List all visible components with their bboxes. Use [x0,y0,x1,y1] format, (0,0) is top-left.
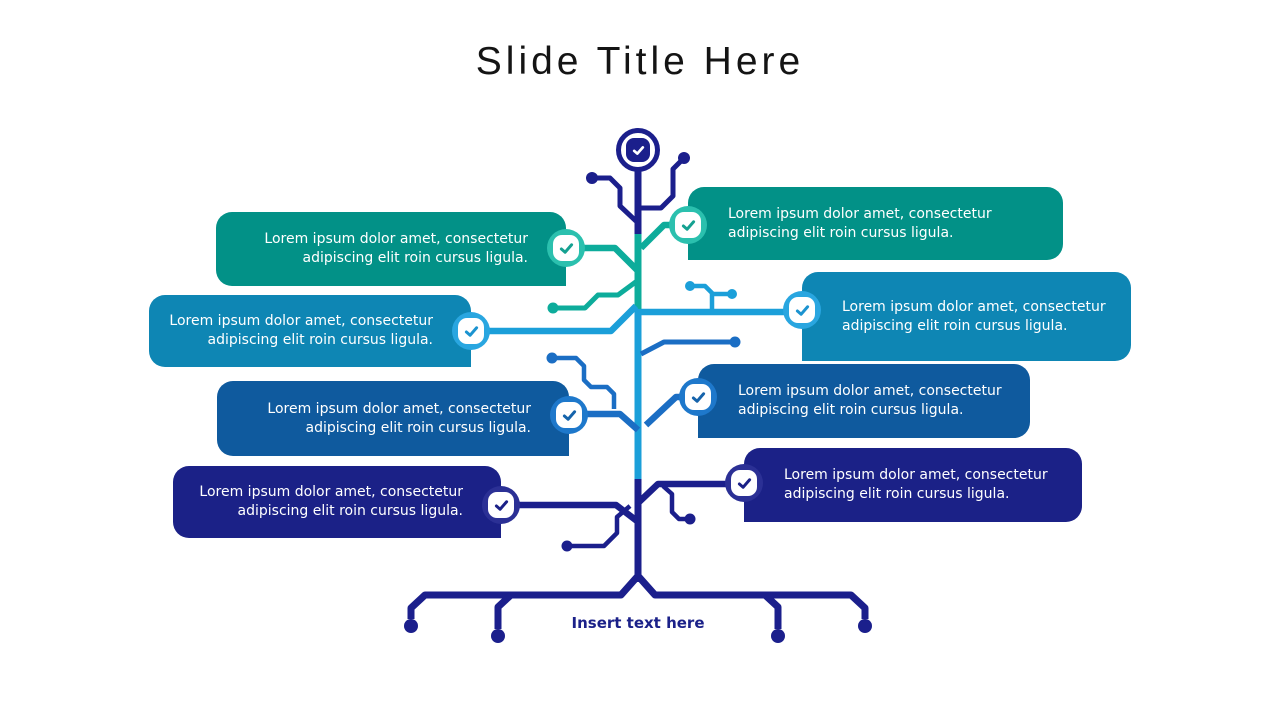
check-icon [626,138,650,162]
stub-dot [729,336,741,348]
check-badge [550,396,588,434]
root-dot [858,619,872,633]
check-badge [783,291,821,329]
box-text: adipiscing elit roin cursus ligula. [784,486,1010,502]
stub-blue-right [639,339,735,357]
check-badge [679,378,717,416]
root-dot [491,629,505,643]
box-text: Lorem ipsum dolor amet, consectetur [842,298,1106,315]
info-box-teal-right[interactable]: Lorem ipsum dolor amet, consectetur adip… [669,187,1063,260]
info-box-navy-right[interactable]: Lorem ipsum dolor amet, consectetur adip… [725,448,1082,522]
root-dot [771,629,785,643]
info-box-cyan-left[interactable]: Lorem ipsum dolor amet, consectetur adip… [149,295,490,367]
root-right-inner [762,592,782,629]
stub-navy-bottom-right [661,484,686,522]
stub-teal-left [553,278,639,311]
branch-navy-left [502,501,639,524]
stub-blue-left [552,355,617,409]
branch-cyan-left [472,303,639,335]
root-left-inner [494,592,514,629]
check-icon [556,402,582,428]
stub-navy-bottom-left [567,504,632,549]
check-badge [547,229,585,267]
check-icon [731,470,757,496]
check-stroke [559,242,573,254]
stub-dot [685,281,695,291]
stub-dot [684,513,696,525]
info-box-cyan-right[interactable]: Lorem ipsum dolor amet, consectetur adip… [783,272,1131,361]
box-text: Lorem ipsum dolor amet, consectetur [169,313,433,329]
box-text: adipiscing elit roin cursus ligula. [728,224,954,241]
box-text: Lorem ipsum dolor amet, consectetur [728,205,992,222]
box-text: Lorem ipsum dolor amet, consectetur [738,383,1002,399]
check-stroke [494,499,508,511]
box-text: adipiscing elit roin cursus ligula. [207,332,433,348]
branch-navy-right [635,480,744,506]
check-stroke [691,391,705,403]
root-dot [404,619,418,633]
box-text: adipiscing elit roin cursus ligula. [302,250,528,266]
check-stroke [562,409,576,421]
check-stroke [795,304,809,316]
info-box-blue-right[interactable]: Lorem ipsum dolor amet, consectetur adip… [679,364,1030,438]
stub-cyan-right [690,283,715,310]
root-text-placeholder[interactable]: Insert text here [571,614,705,632]
info-box-teal-left[interactable]: Lorem ipsum dolor amet, consectetur adip… [216,212,585,286]
check-badge [725,464,763,502]
box-text: Lorem ipsum dolor amet, consectetur [199,484,463,500]
tree-top-check-badge [616,128,660,172]
check-badge [669,206,707,244]
slide-title[interactable]: Slide Title Here [475,40,805,83]
stub-dot [586,172,598,184]
check-icon [789,297,815,323]
check-stroke [681,219,695,231]
stub-dot [678,152,690,164]
check-stroke [632,145,644,155]
stub-dot [727,289,737,299]
check-icon [488,492,514,518]
stub-dot [546,352,558,364]
branch-blue-left [573,410,641,433]
stub-dot [547,302,559,314]
check-badge [482,486,520,524]
root-right-outer [636,574,869,619]
check-icon [458,318,484,344]
stub-navy-top-left [592,175,638,223]
check-icon [685,384,711,410]
box-text: adipiscing elit roin cursus ligula. [305,419,531,436]
check-icon [675,212,701,238]
check-badge [452,312,490,350]
box-text: Lorem ipsum dolor amet, consectetur [784,467,1048,483]
stub-dot [561,540,573,552]
check-icon [553,235,579,261]
box-text: adipiscing elit roin cursus ligula. [237,503,463,519]
stub-navy-top-right [640,156,686,211]
info-box-navy-left[interactable]: Lorem ipsum dolor amet, consectetur adip… [173,466,520,538]
check-stroke [464,325,478,337]
box-text: Lorem ipsum dolor amet, consectetur [264,231,528,247]
box-text: Lorem ipsum dolor amet, consectetur [267,400,531,417]
root-left-outer [407,574,640,619]
info-box-blue-left[interactable]: Lorem ipsum dolor amet, consectetur adip… [217,381,588,456]
box-text: adipiscing elit roin cursus ligula. [738,402,964,418]
box-text: adipiscing elit roin cursus ligula. [842,317,1068,334]
check-stroke [737,477,751,489]
